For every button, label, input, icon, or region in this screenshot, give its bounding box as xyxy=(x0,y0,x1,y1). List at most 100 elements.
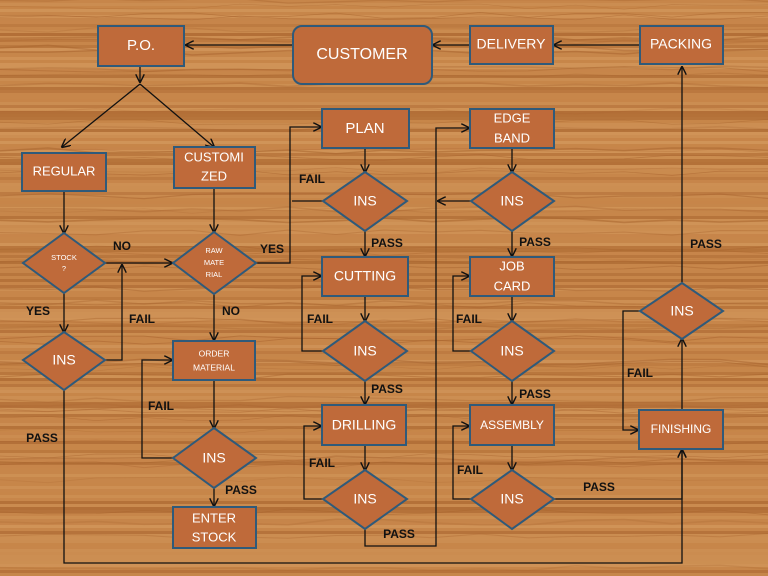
wood-grain-band xyxy=(0,477,768,480)
ins-pack-label: INS xyxy=(670,303,693,319)
wood-grain-band xyxy=(0,174,768,177)
wood-grain-band xyxy=(0,231,768,234)
wood-grain-band xyxy=(0,462,768,465)
ins-job-label: INS xyxy=(500,343,523,359)
wood-grain-band xyxy=(0,330,768,333)
wood-grain-line xyxy=(0,229,768,236)
wood-grain-line xyxy=(0,453,768,459)
wood-grain-band xyxy=(0,471,768,474)
wood-grain-band xyxy=(0,90,768,93)
order-material-label-1: ORDER xyxy=(199,348,230,358)
wood-grain-line xyxy=(0,147,768,155)
edge-ins-cutting-fail xyxy=(301,276,323,352)
label-pass-order: PASS xyxy=(225,483,257,497)
wood-grain-band xyxy=(0,558,768,561)
wood-grain-line xyxy=(0,476,768,484)
edge-ins-assembly-pass-to-finishing xyxy=(553,450,682,500)
order-material-box: ORDER MATERIAL xyxy=(172,340,256,381)
regular-label: REGULAR xyxy=(33,163,96,178)
ins-cutting-label: INS xyxy=(353,343,376,359)
wood-grain-band xyxy=(0,297,768,300)
wood-grain-band xyxy=(0,540,768,543)
wood-grain-line xyxy=(0,461,768,469)
label-pass-assembly: PASS xyxy=(583,480,615,494)
label-pass-cutting: PASS xyxy=(371,382,403,396)
wood-grain-band xyxy=(0,150,768,153)
wood-grain-line xyxy=(0,249,768,256)
ins-stock-label: INS xyxy=(52,352,75,368)
wood-grain-band xyxy=(0,3,768,6)
wood-grain-band xyxy=(0,459,768,462)
wood-grain-line xyxy=(0,373,768,381)
wood-grain-band xyxy=(0,324,768,327)
label-no-raw: NO xyxy=(222,304,240,318)
wood-grain-band xyxy=(0,327,768,330)
raw-material-label-1: RAW xyxy=(205,246,223,255)
wood-grain-band xyxy=(0,87,768,90)
wood-grain-band xyxy=(0,480,768,483)
regular-box: REGULAR xyxy=(21,152,107,192)
wood-grain-band xyxy=(0,237,768,240)
enter-stock-box: ENTER STOCK xyxy=(172,506,257,549)
wood-grain-band xyxy=(0,309,768,312)
stock-decision-label-1: STOCK xyxy=(51,253,77,262)
ins-order-label: INS xyxy=(202,450,225,466)
wood-grain-band xyxy=(0,378,768,381)
wood-grain-band xyxy=(0,525,768,528)
wood-grain-band xyxy=(0,102,768,105)
edge-ins-drilling-fail xyxy=(303,426,323,500)
edge-band-label-2: BAND xyxy=(494,130,530,145)
ins-stock-diamond: INS xyxy=(21,330,107,392)
wood-grain-line xyxy=(0,318,768,326)
cutting-label: CUTTING xyxy=(334,268,396,284)
job-card-label-2: CARD xyxy=(494,278,531,293)
wood-grain-band xyxy=(0,555,768,558)
edge-finishing-fail-loop xyxy=(622,310,640,430)
edge-ins-drilling-pass-to-edgeband xyxy=(364,128,469,547)
edge-po-to-regular xyxy=(62,83,141,147)
wood-grain-line xyxy=(0,0,768,4)
wood-grain-band xyxy=(0,180,768,183)
wood-grain-band xyxy=(0,318,768,321)
wood-grain-band xyxy=(0,465,768,468)
label-no-stock: NO xyxy=(113,239,131,253)
packing-box: PACKING xyxy=(639,25,724,65)
edge-ins-job-fail xyxy=(452,276,471,352)
ins-order-diamond: INS xyxy=(171,426,258,490)
plan-box: PLAN xyxy=(321,108,410,149)
raw-material-label-3: RIAL xyxy=(206,270,223,279)
wood-grain-band xyxy=(0,531,768,534)
wood-grain-band xyxy=(0,303,768,306)
wood-grain-band xyxy=(0,246,768,249)
wood-grain-band xyxy=(0,315,768,318)
wood-grain-band xyxy=(0,393,768,396)
wood-grain-band xyxy=(0,390,768,393)
assembly-label: ASSEMBLY xyxy=(480,418,544,432)
label-fail-finishing: FAIL xyxy=(627,366,653,380)
wood-grain-band xyxy=(0,300,768,303)
wood-grain-line xyxy=(0,167,768,174)
wood-grain-band xyxy=(0,570,768,573)
po-box: P.O. xyxy=(97,25,185,67)
customer-box: CUSTOMER xyxy=(292,25,433,85)
wood-grain-line xyxy=(0,518,768,526)
label-pass-plan: PASS xyxy=(371,236,403,250)
wood-grain-band xyxy=(0,21,768,24)
wood-grain-band xyxy=(0,453,768,456)
label-fail-assembly: FAIL xyxy=(457,463,483,477)
ins-job-diamond: INS xyxy=(469,319,556,383)
label-fail-plan: FAIL xyxy=(299,172,325,186)
wood-grain-band xyxy=(0,240,768,243)
wood-grain-band xyxy=(0,321,768,324)
wood-grain-band xyxy=(0,399,768,402)
wood-grain-line xyxy=(0,395,768,403)
wood-grain-band xyxy=(0,9,768,12)
customized-label-2: ZED xyxy=(201,168,227,183)
wood-grain-band xyxy=(0,225,768,228)
wood-grain-band xyxy=(0,564,768,567)
wood-grain-band xyxy=(0,306,768,309)
wood-grain-band xyxy=(0,84,768,87)
wood-grain-band xyxy=(0,549,768,552)
wood-grain-band xyxy=(0,222,768,225)
label-pass-edge: PASS xyxy=(519,235,551,249)
